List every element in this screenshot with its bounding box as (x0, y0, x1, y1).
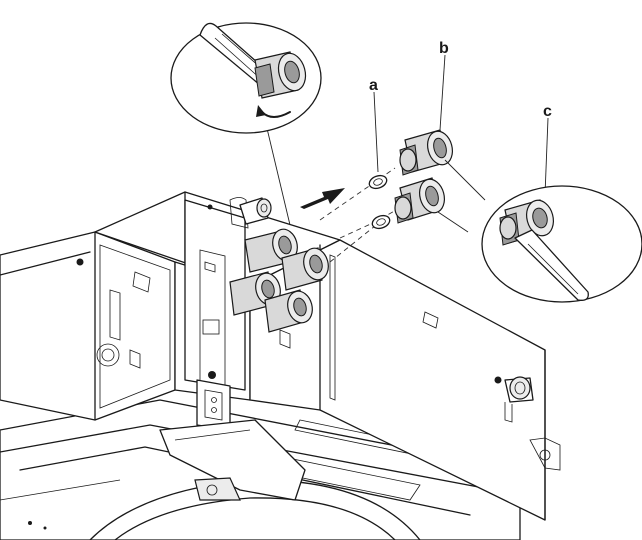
unit-left-section (0, 231, 176, 421)
leader-lines (264, 54, 549, 233)
callout-label-a: a (369, 77, 378, 94)
mounting-bracket (159, 379, 306, 501)
insertion-arrow-icon (300, 188, 345, 209)
callouts: a b c (369, 40, 552, 120)
callout-label-b: b (439, 40, 449, 57)
pipe-port (281, 247, 329, 291)
callout-label-c: c (543, 103, 552, 120)
valve-fittings (394, 129, 453, 224)
detail-balloon-right (481, 185, 642, 303)
detail-balloon-top (170, 22, 322, 134)
top-connector (239, 197, 272, 225)
rotation-arrow-icon (256, 105, 291, 118)
unit-right-panel (249, 239, 561, 521)
pipe-ports (229, 228, 329, 333)
pipe-port (264, 289, 313, 333)
sealing-washers (368, 174, 391, 230)
